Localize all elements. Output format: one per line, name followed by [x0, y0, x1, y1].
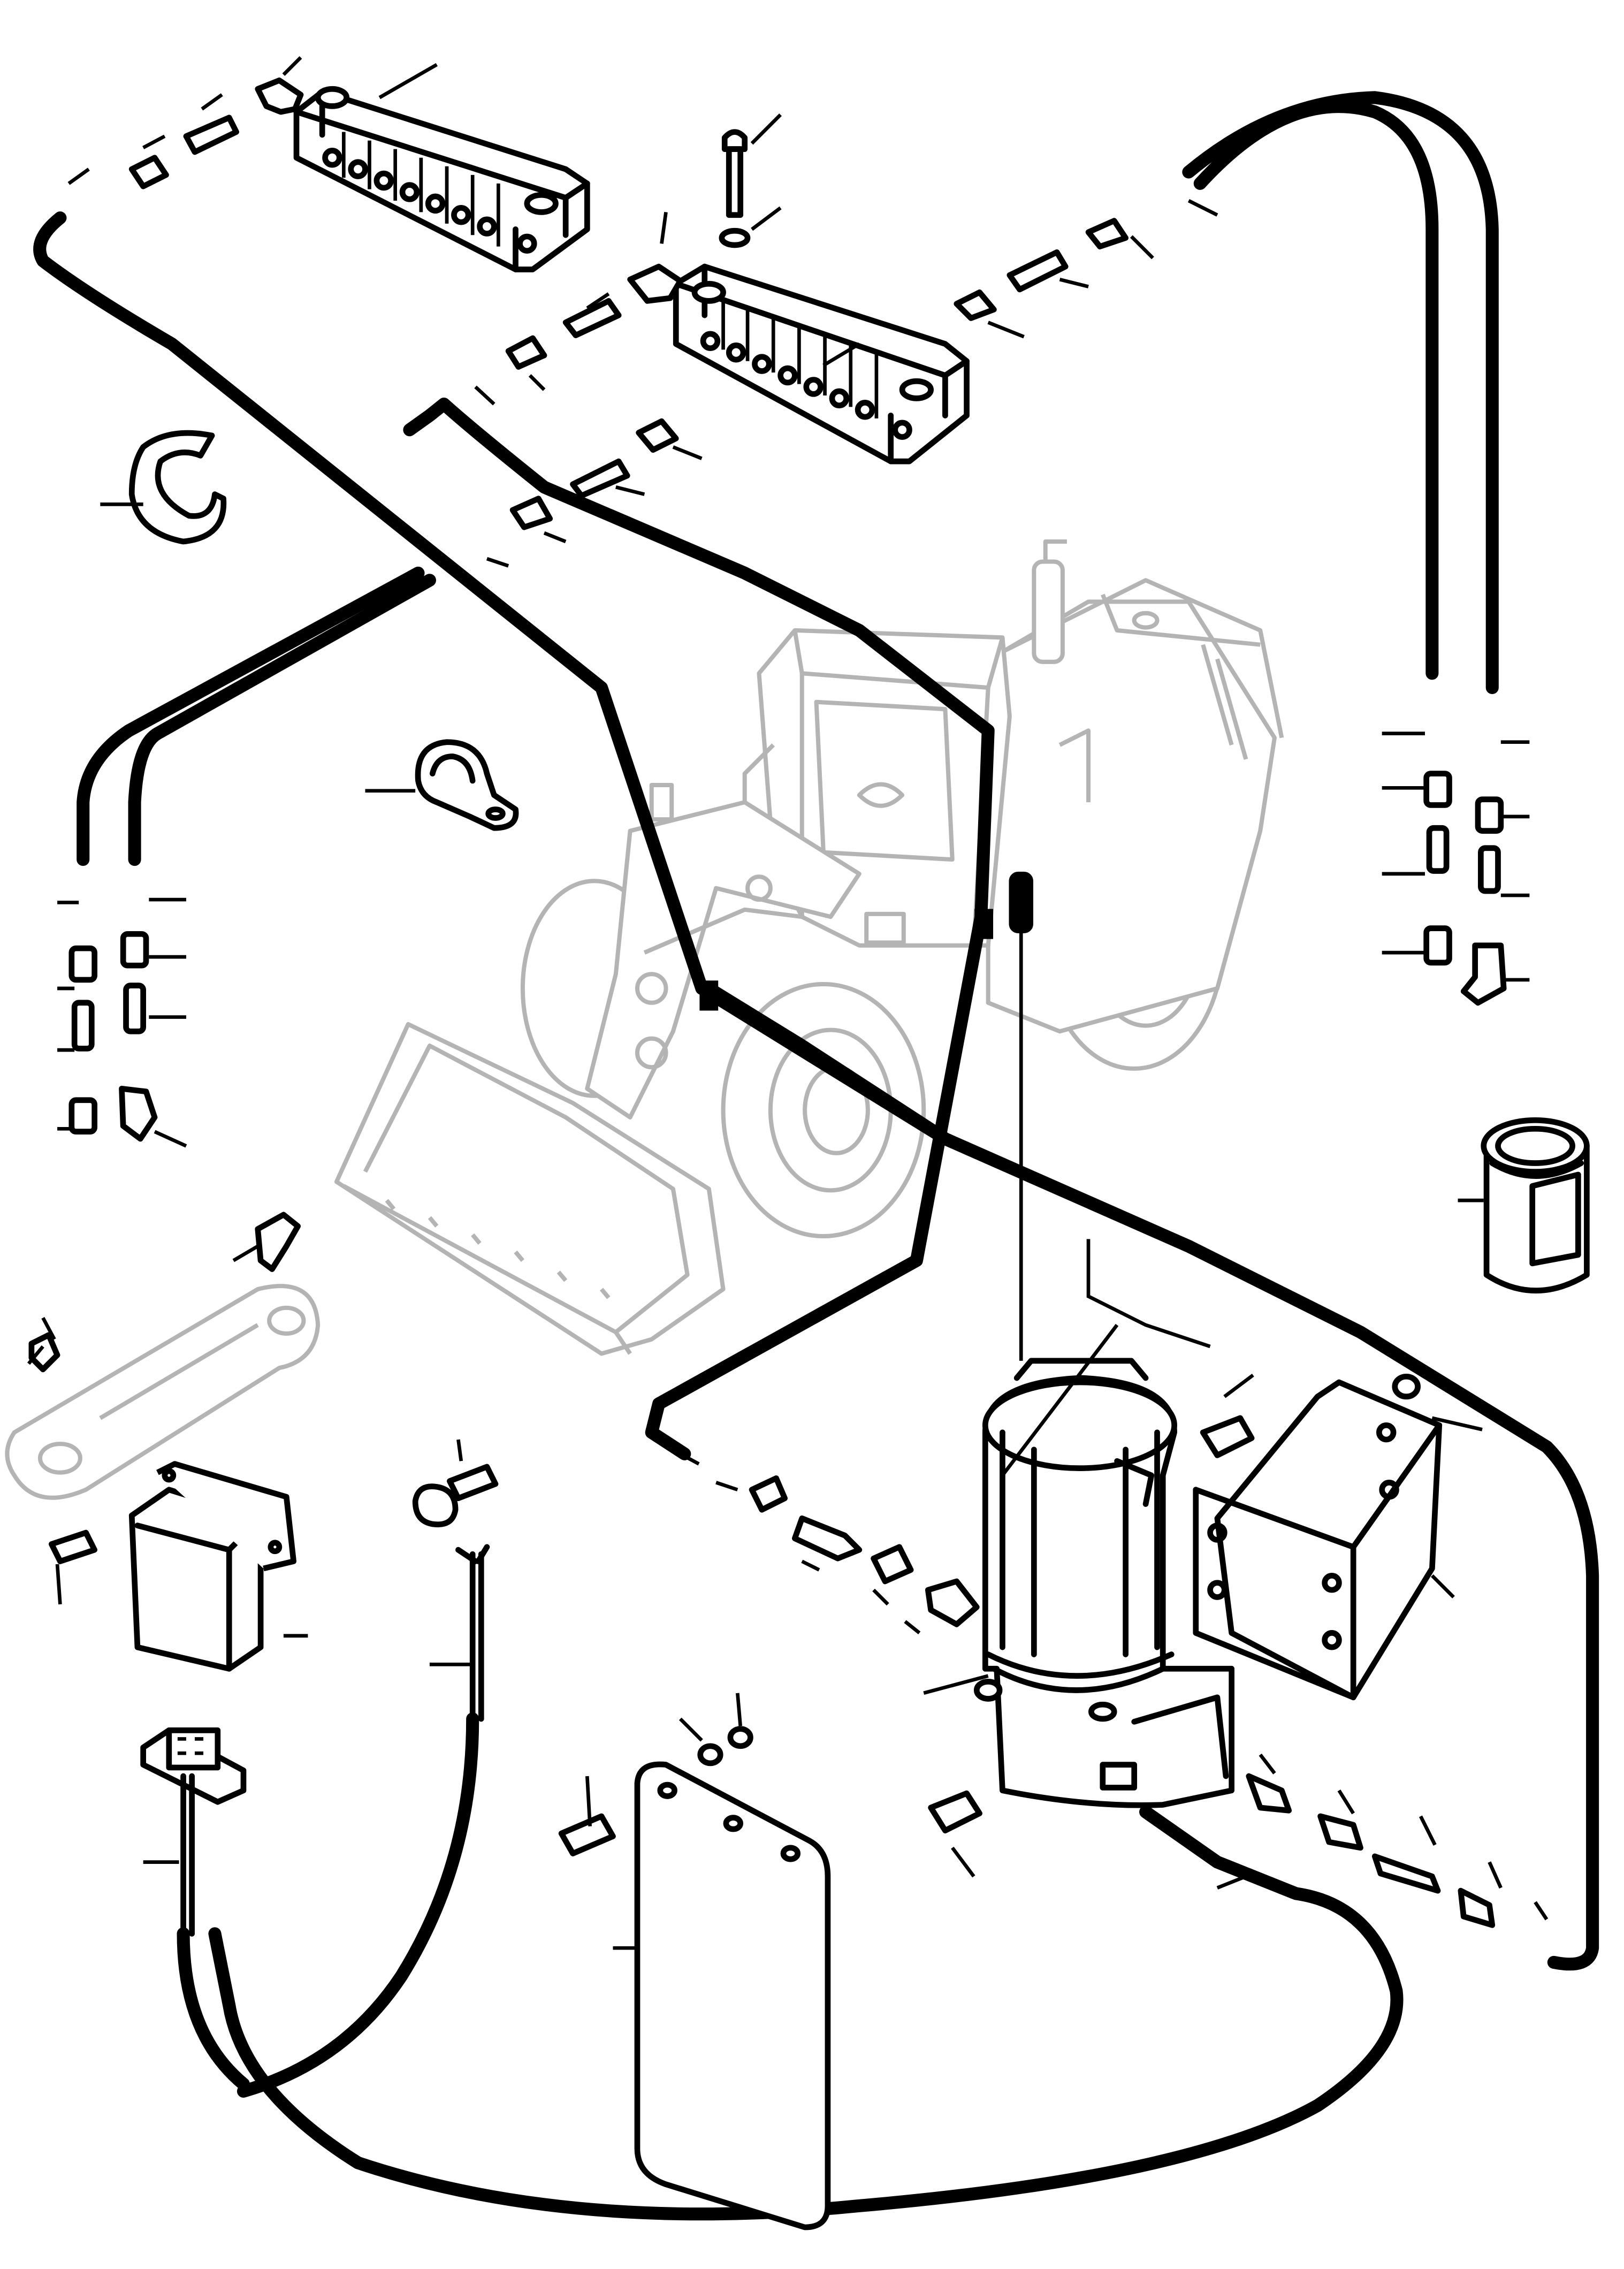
cover-plate	[558, 1726, 831, 2230]
distributor-block-center	[673, 129, 970, 465]
fittings-pump	[749, 1475, 1496, 1928]
fittings-right	[1423, 771, 1507, 1006]
control-unit	[48, 1461, 297, 1672]
grease-pump	[973, 1358, 1235, 1808]
lift-arm-link	[5, 1212, 321, 1500]
fittings-left	[68, 931, 158, 1142]
fittings-upper	[128, 77, 1129, 530]
distributor-block-upper	[293, 86, 590, 272]
connector-plug	[140, 1727, 247, 1937]
pressure-switch	[412, 1464, 499, 1722]
wheel-loader-ghost	[334, 539, 1284, 1356]
grease-cartridge	[1481, 1117, 1590, 1293]
cable-tie-band	[128, 430, 227, 545]
cable-end-marks	[455, 1544, 490, 1564]
lube-lines	[33, 91, 1599, 2221]
hose-clamp	[415, 739, 519, 831]
leader-lines	[27, 56, 1549, 1950]
pump-bracket	[928, 1373, 1443, 1834]
